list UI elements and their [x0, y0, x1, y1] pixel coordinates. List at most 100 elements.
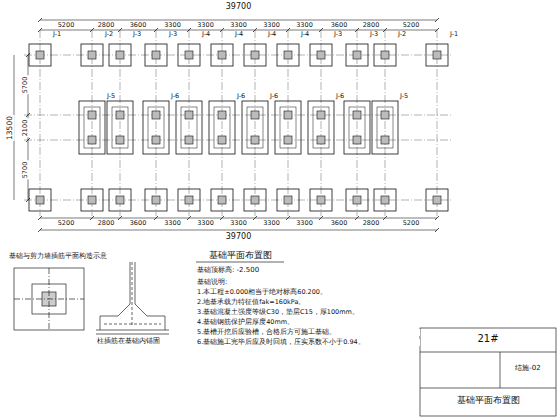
column-section: [36, 196, 44, 204]
dimension-tick: [355, 216, 359, 220]
column-section: [36, 51, 44, 59]
column-section: [433, 196, 441, 204]
dimension-line: [40, 218, 437, 219]
note-text: 5.基槽开挖后应验槽，合格后方可施工基础。: [196, 329, 420, 336]
dimension-text: 3300: [196, 220, 215, 227]
footing-tag: J-1: [449, 31, 459, 38]
dimension-tick: [220, 216, 224, 220]
column-section: [185, 136, 193, 144]
footing-tag: J-6: [236, 93, 246, 100]
footing-step: [148, 107, 164, 148]
column-section: [251, 196, 259, 204]
isolated-footing: [145, 189, 167, 211]
isolated-footing: [178, 44, 200, 66]
dimension-tick: [286, 216, 290, 220]
column-section: [317, 51, 325, 59]
dimension-tick: [187, 216, 191, 220]
isolated-footing: [346, 189, 368, 211]
dimension-tick: [38, 28, 42, 32]
footing-tag: J-3: [333, 31, 343, 38]
isolated-footing: [109, 44, 131, 66]
dimension-text: 3600: [330, 220, 349, 227]
footing-step: [377, 107, 393, 148]
isolated-footing: [426, 189, 448, 211]
dimension-tick: [220, 28, 224, 32]
dimension-text: 2800: [362, 220, 381, 227]
note-text: 6.基础施工完毕后应及时回填，压实系数不小于0.94。: [196, 339, 420, 346]
footing-step: [280, 107, 296, 148]
dimension-tick: [38, 228, 42, 232]
dimension-text: 13500: [6, 115, 15, 141]
combined-footing: [143, 101, 169, 154]
column-section: [88, 136, 96, 144]
note-text: 3.基础混凝土强度等级C30，垫层C15，厚100mm。: [196, 309, 420, 316]
column-section: [116, 111, 124, 119]
dimension-text: 5700: [22, 76, 29, 95]
dimension-tick: [319, 28, 323, 32]
dimension-tick: [118, 28, 122, 32]
footing-tag: J-4: [267, 31, 277, 38]
footing-step: [214, 107, 230, 148]
footing-tag: J-4: [300, 31, 310, 38]
note-text: 基础说明:: [196, 278, 228, 286]
dimension-line: [40, 20, 437, 21]
column-section: [152, 196, 160, 204]
isolated-footing: [310, 44, 332, 66]
dimension-tick: [90, 216, 94, 220]
dimension-tick: [435, 18, 439, 22]
column-section: [353, 136, 361, 144]
dimension-text: 5200: [57, 220, 76, 227]
drawing-title: 基础平面布置图: [208, 250, 273, 260]
dimension-text: 5200: [402, 22, 421, 29]
dimension-text: 3300: [295, 22, 314, 29]
dimension-tick: [26, 138, 30, 142]
column-section: [251, 51, 259, 59]
combined-footing: [209, 101, 235, 154]
column-section: [116, 51, 124, 59]
dimension-text: 3300: [295, 220, 314, 227]
dimension-tick: [253, 216, 257, 220]
footing-tag: J-4: [234, 31, 244, 38]
column-section: [88, 196, 96, 204]
note-text: 结施-02: [514, 364, 541, 372]
dimension-text: 2100: [22, 118, 29, 137]
isolated-footing: [374, 189, 396, 211]
dimension-tick: [435, 28, 439, 32]
column-section: [353, 111, 361, 119]
column-section: [152, 136, 160, 144]
footing-tag: J-5: [106, 93, 116, 100]
column-section: [284, 51, 292, 59]
isolated-footing: [211, 189, 233, 211]
note-text: 基础与剪力墙插筋平面构造示意: [8, 252, 108, 260]
footing-tag: J-1: [52, 31, 62, 38]
isolated-footing: [211, 44, 233, 66]
footing-tag: J-3: [369, 31, 379, 38]
dimension-tick: [383, 216, 387, 220]
isolated-footing: [81, 189, 103, 211]
footing-step: [247, 107, 263, 148]
footing-tag: J-4: [201, 31, 211, 38]
dimension-tick: [435, 228, 439, 232]
column-section: [88, 111, 96, 119]
column-section: [317, 111, 325, 119]
column-section: [353, 196, 361, 204]
column-section: [185, 196, 193, 204]
dimension-text: 3300: [163, 220, 182, 227]
combined-footing: [107, 101, 133, 154]
dimension-text: 3300: [163, 22, 182, 29]
column-section: [251, 136, 259, 144]
column-section: [353, 51, 361, 59]
column-section: [284, 111, 292, 119]
note-text: 4.基础钢筋保护层厚度40mm。: [196, 319, 420, 326]
dimension-tick: [38, 216, 42, 220]
dimension-tick: [355, 28, 359, 32]
dimension-line: [40, 230, 437, 231]
combined-footing: [242, 101, 268, 154]
column-section: [218, 51, 226, 59]
dimension-tick: [154, 216, 158, 220]
note-text: 1.本工程±0.000相当于绝对标高60.200。: [196, 289, 420, 296]
isolated-footing: [244, 189, 266, 211]
isolated-footing: [109, 189, 131, 211]
dimension-tick: [26, 113, 30, 117]
footing-step: [84, 107, 100, 148]
